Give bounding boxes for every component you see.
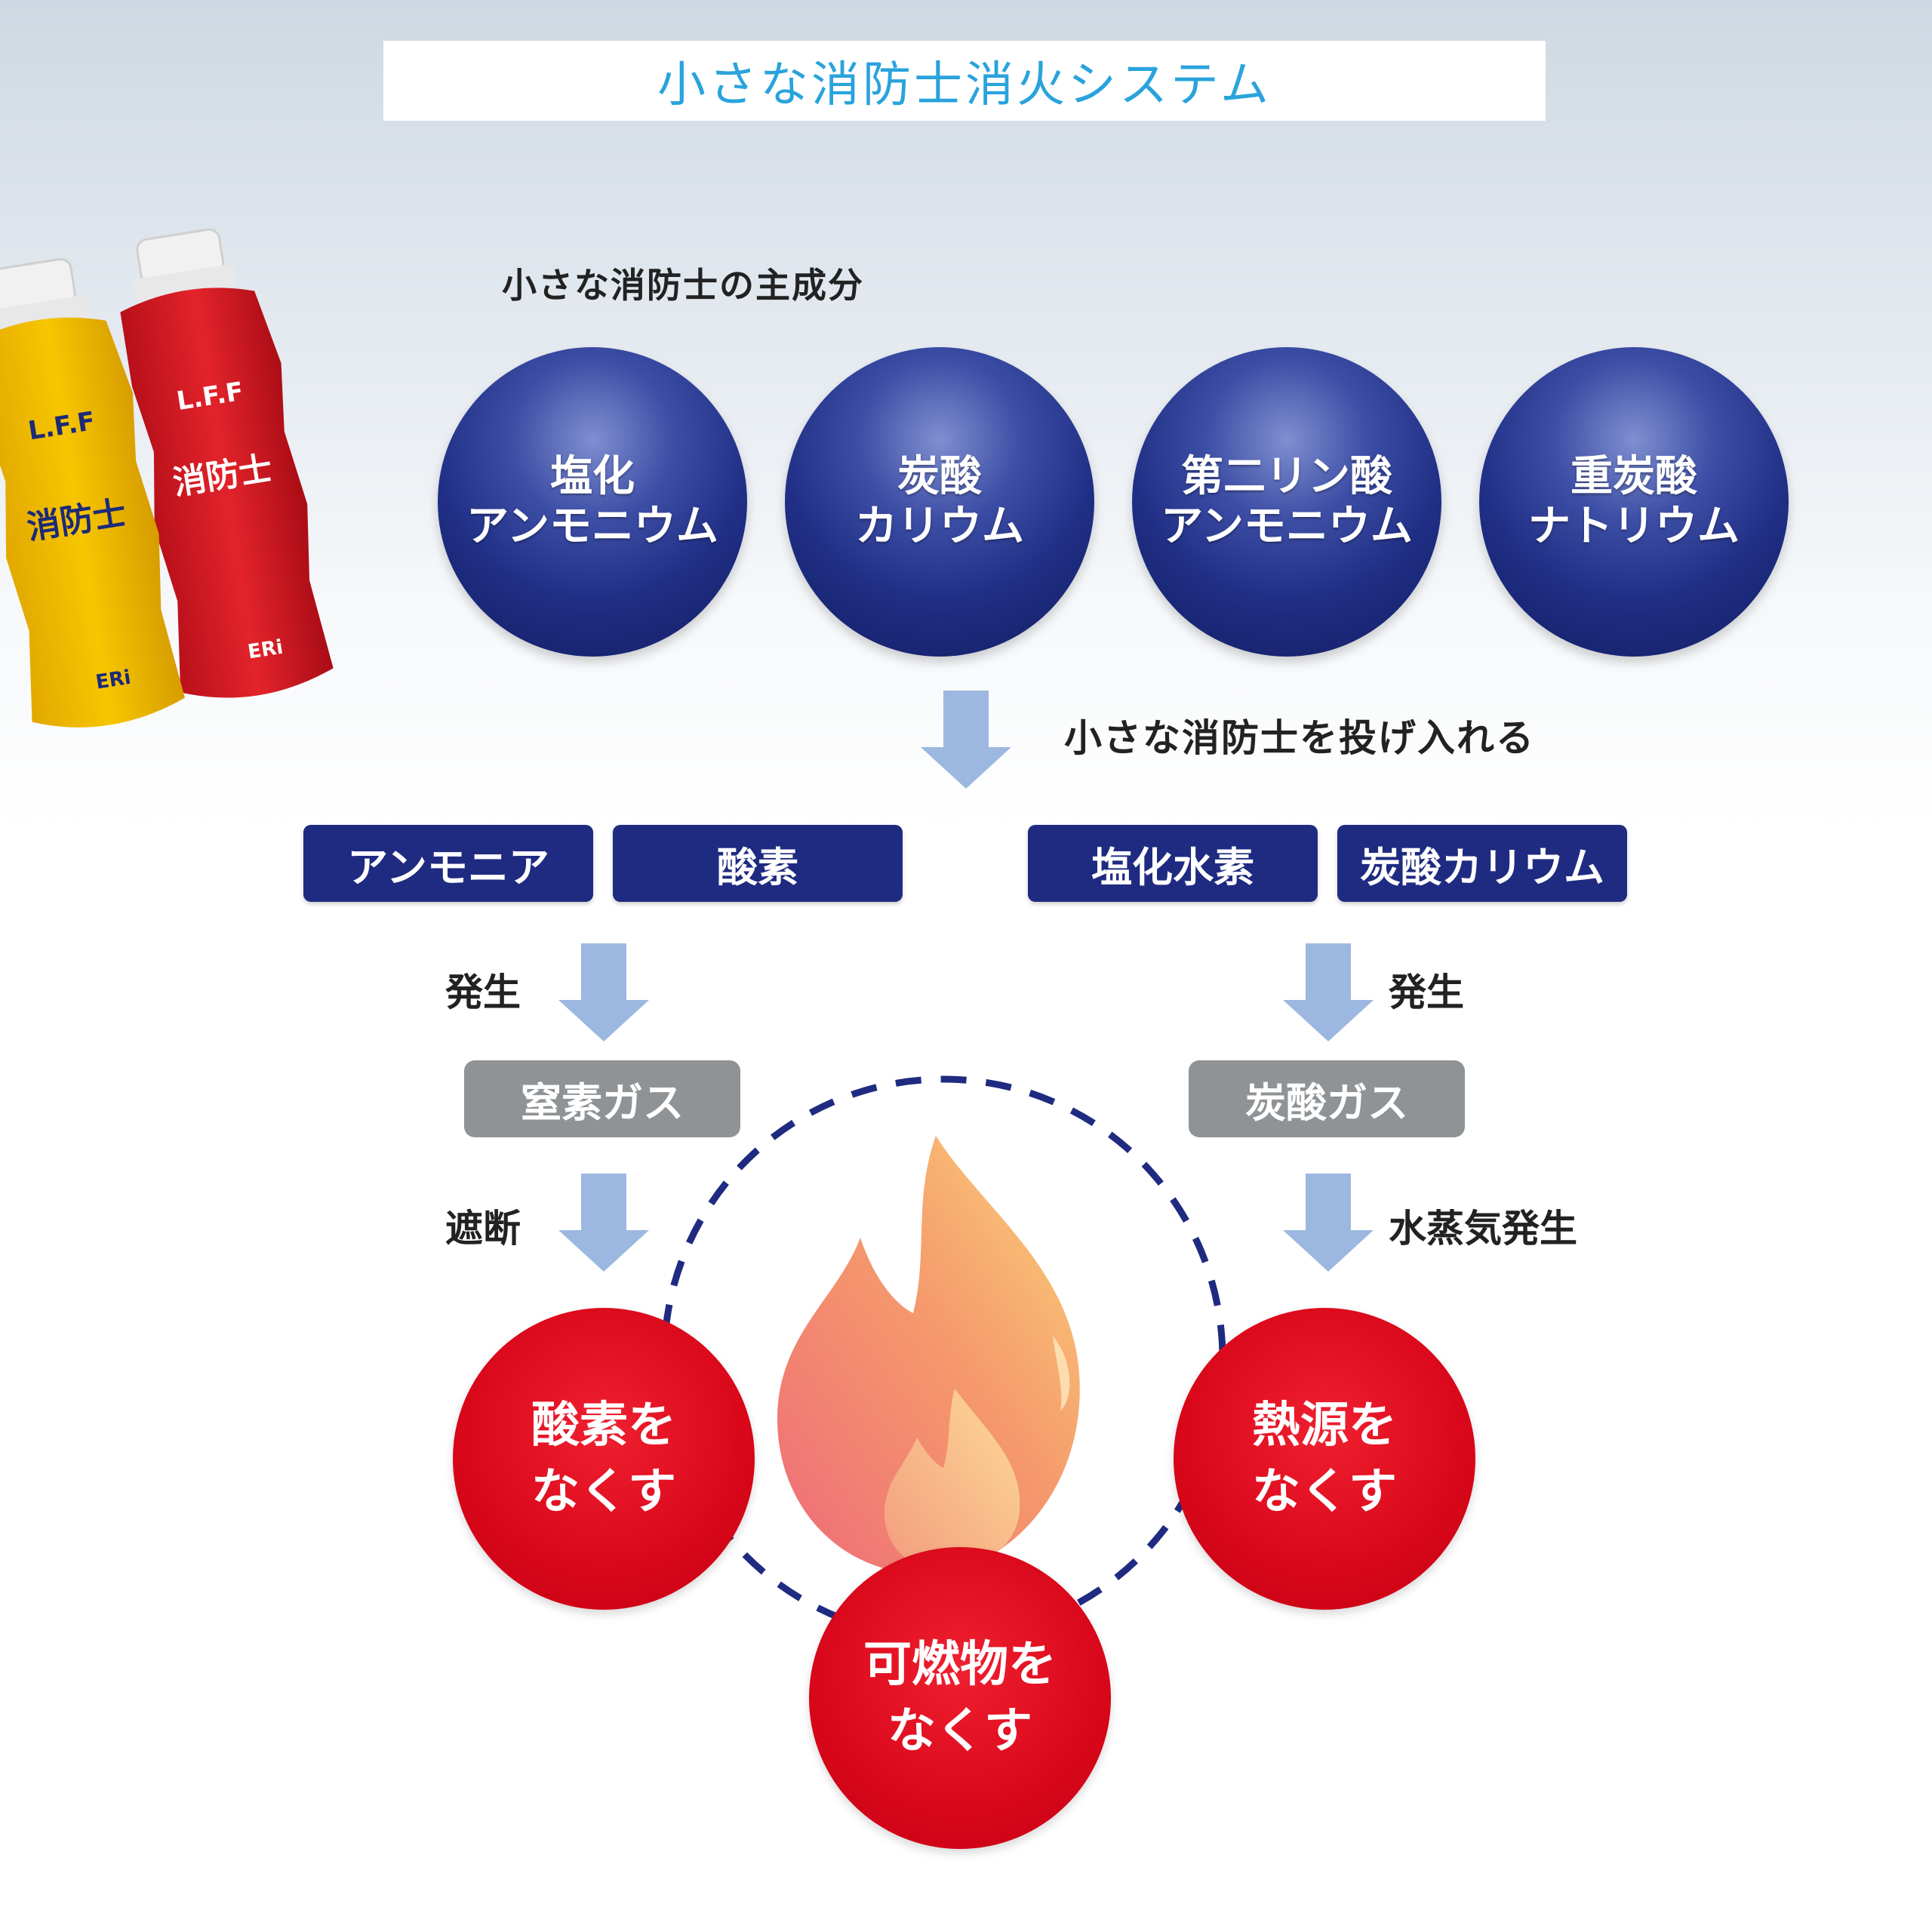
ingredient-label: 第二リン酸 アンモニウム <box>1161 452 1413 551</box>
ingredient-label: 塩化 アンモニウム <box>466 452 718 551</box>
product-chip: 炭酸カリウム <box>1337 825 1627 902</box>
down-arrow-icon <box>1283 943 1374 1041</box>
down-arrow-icon <box>1283 1174 1374 1272</box>
page-title: 小さな消防士消火システム <box>657 57 1272 113</box>
left-step1-label: 発生 <box>445 971 521 1014</box>
ingredient-circle: 第二リン酸 アンモニウム <box>1132 347 1441 657</box>
right-gas-chip: 炭酸ガス <box>1189 1060 1465 1137</box>
remove-oxygen-circle: 酸素を なくす <box>453 1308 755 1610</box>
red-bottle: 消防士 L.F.F ERi <box>120 228 334 698</box>
ingredients-heading: 小さな消防士の主成分 <box>502 265 864 306</box>
title-banner: 小さな消防士消火システム <box>383 41 1546 121</box>
ingredient-circle: 塩化 アンモニウム <box>438 347 747 657</box>
flame-inner-icon <box>884 1389 1020 1570</box>
left-step2-label: 遮断 <box>445 1207 521 1251</box>
ingredient-label: 炭酸 カリウム <box>855 452 1024 551</box>
flame-icon <box>777 1136 1080 1574</box>
yellow-bottle: 消防士 L.F.F ERi <box>0 257 185 728</box>
right-step2-label: 水蒸気発生 <box>1389 1207 1577 1251</box>
product-chip: アンモニア <box>303 825 593 902</box>
right-step1-label: 発生 <box>1389 971 1464 1014</box>
remove-fuel-circle: 可燃物を なくす <box>809 1547 1111 1849</box>
product-chip: 塩化水素 <box>1028 825 1318 902</box>
red-bottle-logo: ERi <box>246 636 285 664</box>
remove-heat-label: 熱源を なくす <box>1252 1398 1397 1520</box>
ingredient-circle: 炭酸 カリウム <box>785 347 1094 657</box>
yellow-bottle-logo: ERi <box>94 666 133 694</box>
remove-fuel-label: 可燃物を なくす <box>863 1637 1057 1759</box>
down-arrow-icon <box>921 691 1011 789</box>
product-chip: 酸素 <box>613 825 903 902</box>
remove-oxygen-label: 酸素を なくす <box>531 1398 676 1520</box>
throw-in-label: 小さな消防士を投げ入れる <box>1064 716 1535 760</box>
ingredient-circle: 重炭酸 ナトリウム <box>1479 347 1789 657</box>
down-arrow-icon <box>558 1174 649 1272</box>
down-arrow-icon <box>558 943 649 1041</box>
remove-heat-circle: 熱源を なくす <box>1174 1308 1475 1610</box>
ingredient-label: 重炭酸 ナトリウム <box>1528 452 1740 551</box>
left-gas-chip: 窒素ガス <box>464 1060 740 1137</box>
product-bottles-illustration: 消防士 L.F.F ERi 消防士 L.F.F ERi <box>0 228 334 728</box>
